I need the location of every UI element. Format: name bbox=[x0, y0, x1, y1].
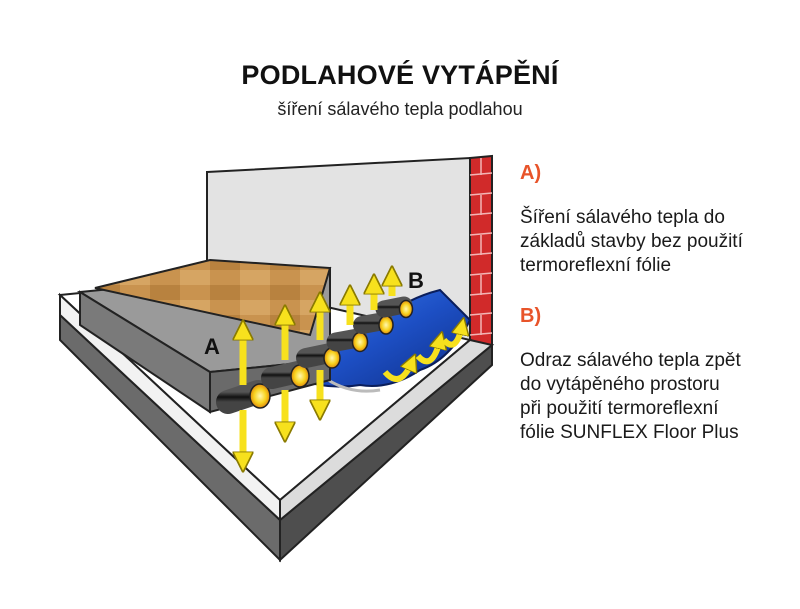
pipe bbox=[353, 312, 394, 335]
pipe bbox=[261, 361, 310, 389]
label-b: B bbox=[408, 268, 424, 293]
reflected-arrows bbox=[382, 326, 462, 382]
pipe bbox=[216, 380, 271, 414]
wood-floor bbox=[94, 258, 332, 337]
pipe bbox=[296, 343, 341, 369]
arrow-reflect bbox=[441, 326, 462, 348]
legend-a-line: základů stavby bez použití bbox=[520, 231, 743, 252]
page-subtitle: šíření sálavého tepla podlahou bbox=[277, 99, 523, 119]
legend-a-text: Šíření sálavého tepla do základů stavby … bbox=[520, 206, 780, 278]
pipe bbox=[375, 296, 414, 319]
legend-a-line: termoreflexní fólie bbox=[520, 255, 672, 276]
legend-a-line: Šíření sálavého tepla do bbox=[520, 207, 725, 228]
legend-a-key: A) bbox=[520, 162, 542, 184]
heating-pipes bbox=[216, 296, 414, 414]
legend-b-line: při použití termoreflexní bbox=[520, 398, 719, 419]
arrow-reflect bbox=[415, 340, 440, 365]
legend-b-line: do vytápěného prostoru bbox=[520, 374, 720, 395]
label-a: A bbox=[204, 334, 220, 359]
legend-b-key: B) bbox=[520, 305, 542, 327]
legend-b-text: Odraz sálavého tepla zpět do vytápěného … bbox=[520, 349, 780, 445]
brick-wall bbox=[469, 154, 493, 362]
legend-b-line: fólie SUNFLEX Floor Plus bbox=[520, 422, 739, 443]
heat-arrows bbox=[243, 276, 392, 462]
pipe bbox=[326, 328, 369, 353]
legend-b-line: Odraz sálavého tepla zpět bbox=[520, 350, 741, 371]
arrow-reflect bbox=[382, 362, 412, 382]
page-title: PODLAHOVÉ VYTÁPĚNÍ bbox=[241, 60, 559, 90]
